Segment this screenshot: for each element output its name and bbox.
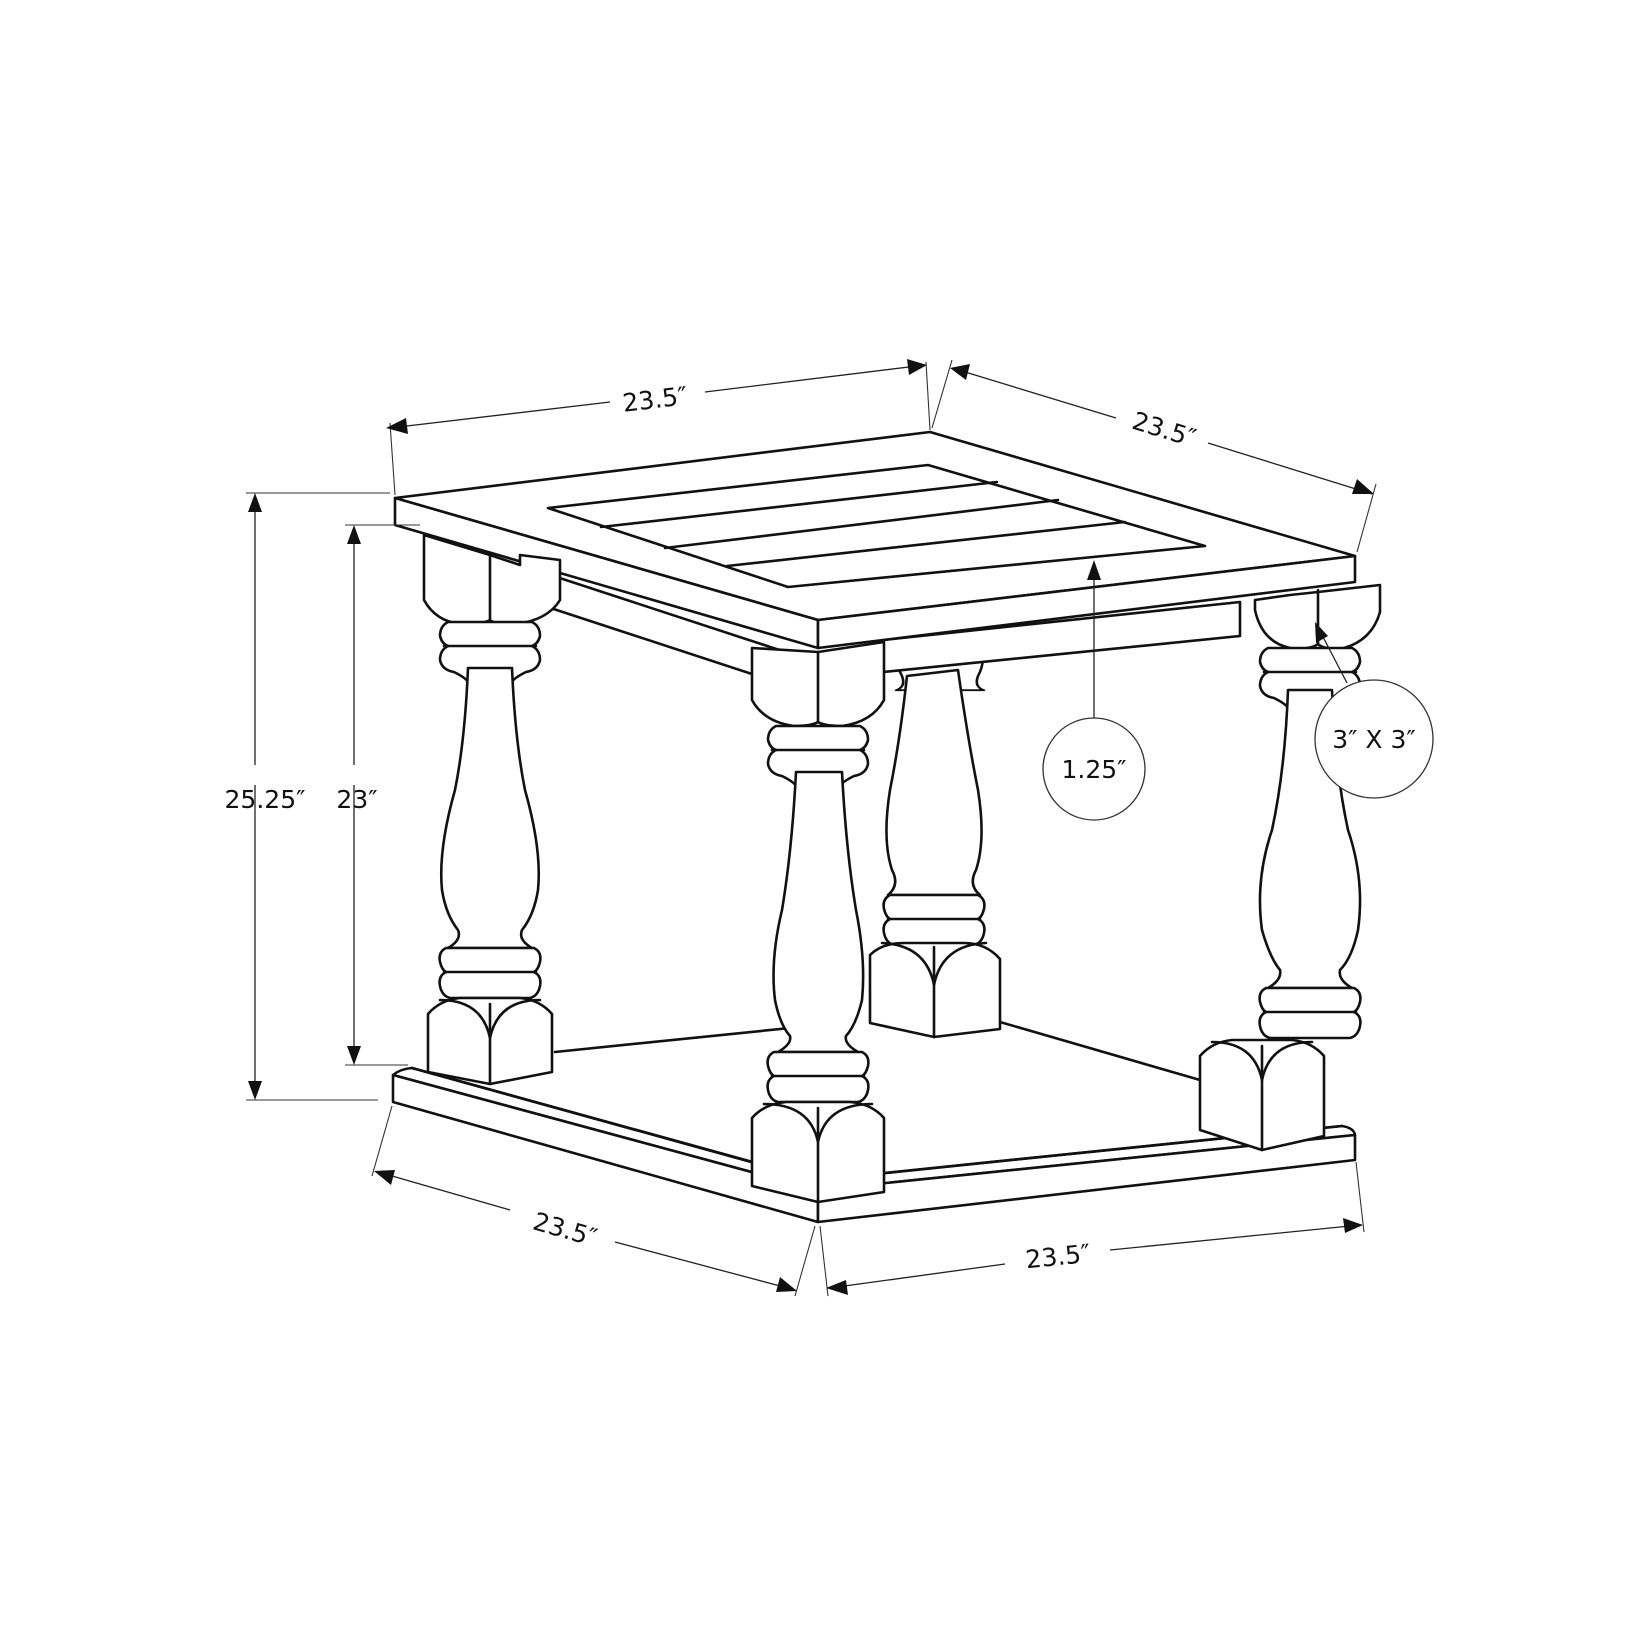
bottom-shelf	[391, 1020, 1357, 1224]
leg-front-left	[422, 533, 562, 1086]
label-base-right: 23.5″	[1024, 1239, 1092, 1275]
label-top-thickness: 1.25″	[1061, 755, 1126, 784]
table-top	[393, 430, 1357, 697]
label-overall-height: 25.25″	[225, 785, 306, 814]
callout-leg-size: 3″ X 3″	[1314, 622, 1434, 799]
dim-overall-height: 25.25″	[225, 492, 390, 1101]
callout-top-thickness: 1.25″	[1042, 560, 1146, 821]
callout-circle	[1042, 717, 1146, 821]
leg-front-right	[1198, 583, 1382, 1152]
dim-inner-height: 23″	[336, 524, 420, 1066]
label-inner-height: 23″	[336, 785, 377, 814]
dim-base-right: 23.5″	[819, 1161, 1365, 1297]
callout-circle	[1314, 679, 1434, 799]
label-leg-size: 3″ X 3″	[1332, 725, 1416, 754]
leg-front-center	[750, 640, 886, 1204]
leg-back	[868, 668, 1002, 1039]
label-top-depth: 23.5″	[1129, 406, 1200, 453]
dim-top-width: 23.5″	[386, 359, 931, 496]
label-base-left: 23.5″	[530, 1207, 600, 1253]
label-top-width: 23.5″	[621, 381, 689, 418]
